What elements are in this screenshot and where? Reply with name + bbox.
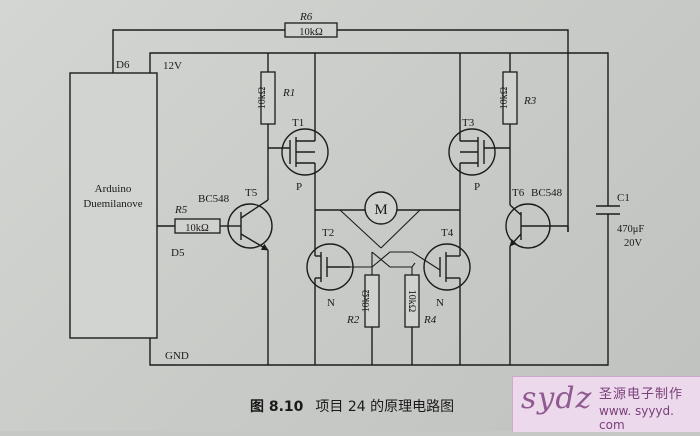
- c1-voltage: 20V: [624, 238, 643, 249]
- t5-label: T5: [245, 187, 258, 199]
- watermark-logo: sydz: [521, 381, 593, 416]
- r1-label: R1: [282, 87, 295, 99]
- gate-cross-wires: [350, 251, 441, 275]
- capacitor-c1: [596, 196, 620, 218]
- pin-d6-label: D6: [116, 59, 130, 71]
- t1-label: T1: [292, 117, 304, 129]
- watermark-url: www. syyyd. com: [599, 404, 674, 432]
- watermark: sydz 圣源电子制作 www. syyyd. com: [512, 376, 700, 432]
- resistor-r3: [502, 71, 518, 125]
- t2-label: T2: [322, 227, 334, 239]
- t6-part: BC548: [531, 187, 563, 199]
- watermark-name: 圣源电子制作: [599, 387, 684, 402]
- r6-value: 10kΩ: [299, 27, 323, 38]
- r3-value: 10kΩ: [499, 87, 510, 109]
- figure-number: 图 8.10: [250, 399, 304, 415]
- vcc-label: 12V: [163, 60, 182, 72]
- t3-type: P: [474, 181, 480, 193]
- gnd-label: GND: [165, 350, 189, 362]
- figure-title: 项目 24 的原理电路图: [315, 399, 455, 415]
- resistor-r5: [174, 218, 221, 234]
- motor: [364, 191, 398, 225]
- arduino-board: [69, 72, 158, 339]
- transistor-t3: [448, 53, 510, 210]
- t2-type: N: [327, 297, 335, 309]
- transistor-t4: [423, 210, 471, 365]
- c1-value: 470μF: [617, 224, 644, 235]
- t1-type: P: [296, 181, 302, 193]
- figure-caption: 图 8.10 项目 24 的原理电路图: [250, 396, 454, 416]
- t4-type: N: [436, 297, 444, 309]
- transistor-t6: [505, 148, 569, 365]
- transistor-t1: [268, 53, 329, 210]
- c1-label: C1: [617, 192, 630, 204]
- vcc-rail: [149, 52, 609, 196]
- r6-label: R6: [299, 11, 313, 23]
- pin-d5-label: D5: [171, 247, 185, 259]
- r4-label: R4: [423, 314, 437, 326]
- r2-label: R2: [346, 314, 360, 326]
- t6-label: T6: [512, 187, 525, 199]
- r5-value: 10kΩ: [185, 223, 209, 234]
- r1-value: 10kΩ: [257, 87, 268, 109]
- t5-part: BC548: [198, 193, 230, 205]
- r4-value: 10kΩ: [406, 290, 417, 312]
- t4-label: T4: [441, 227, 454, 239]
- motor-label: M: [374, 202, 387, 218]
- arduino-label-line2: Duemilanove: [83, 198, 142, 210]
- r2-value: 10kΩ: [361, 290, 372, 312]
- resistor-r6: [284, 22, 338, 38]
- r5-label: R5: [174, 204, 188, 216]
- gnd-rail: [149, 218, 609, 366]
- resistor-r1: [260, 71, 276, 125]
- r3-label: R3: [523, 95, 537, 107]
- transistor-t5: [227, 148, 273, 365]
- transistor-t2: [306, 210, 354, 365]
- arduino-label-line1: Arduino: [95, 183, 132, 195]
- r6-wire: [112, 29, 569, 232]
- t3-label: T3: [462, 117, 475, 129]
